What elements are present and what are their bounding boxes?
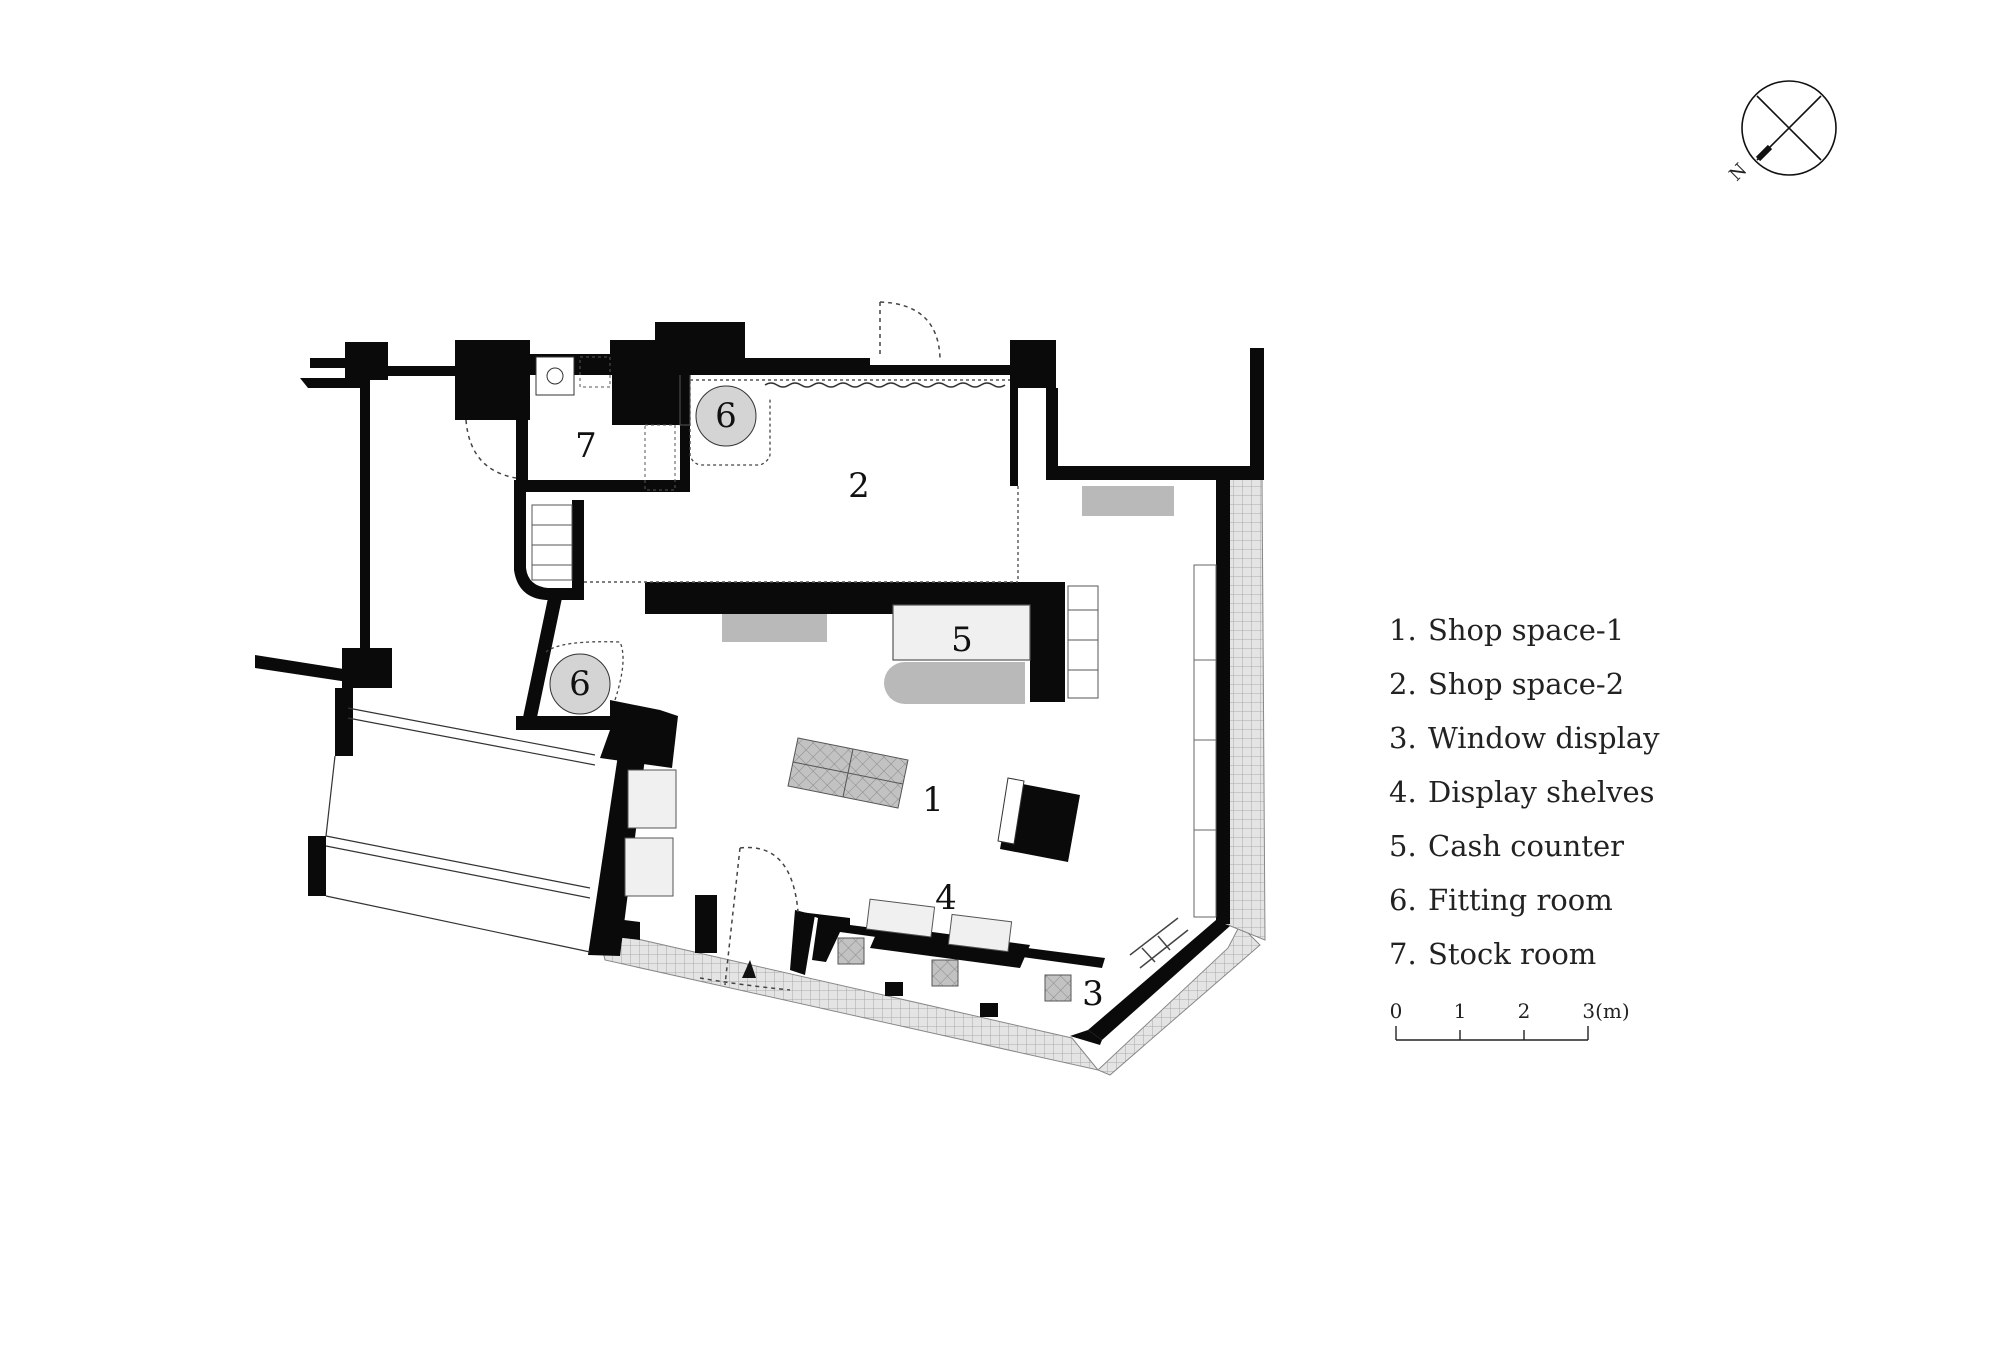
scale-tick-1: 1 [1454, 999, 1467, 1023]
room-number-3: 3 [1082, 974, 1104, 1014]
north-compass: N [1725, 80, 1837, 185]
scale-tick-0: 0 [1390, 999, 1403, 1023]
legend-num-5: 5. [1389, 829, 1417, 863]
shop-space-2-outline [584, 379, 1019, 583]
room-number-6a: 6 [715, 396, 737, 436]
entrance-arrow [742, 960, 756, 978]
legend-num-4: 4. [1389, 775, 1417, 809]
legend: 1. Shop space-1 2. Shop space-2 3. Windo… [1389, 613, 1660, 971]
rack-right-of-counter [1067, 585, 1099, 699]
legend-label-7: Stock room [1428, 937, 1596, 971]
legend-label-6: Fitting room [1428, 883, 1613, 917]
stock-room-fittings [531, 356, 691, 581]
legend-num-2: 2. [1389, 667, 1417, 701]
room-number-2: 2 [848, 466, 870, 506]
shelf-under-counter [722, 614, 827, 642]
bench-left-1 [627, 769, 677, 829]
legend-label-2: Shop space-2 [1428, 667, 1624, 701]
room-number-5: 5 [951, 620, 973, 660]
room-number-6b: 6 [569, 664, 591, 704]
fitting-room-b [545, 641, 624, 715]
legend-label-1: Shop space-1 [1428, 613, 1624, 647]
shelf-box-2 [947, 913, 1013, 953]
legend-label-4: Display shelves [1428, 775, 1655, 809]
left-room [325, 707, 596, 953]
legend-num-1: 1. [1389, 613, 1417, 647]
fitting-room-a [689, 375, 771, 466]
cash-counter [892, 604, 1031, 661]
scale-tick-2: 2 [1518, 999, 1531, 1023]
furniture [624, 486, 1217, 1002]
scale-tick-3: 3(m) [1582, 999, 1629, 1023]
legend-label-5: Cash counter [1428, 829, 1624, 863]
legend-num-3: 3. [1389, 721, 1417, 755]
counter-rounded [884, 662, 1025, 704]
legend-num-6: 6. [1389, 883, 1417, 917]
room-number-7: 7 [575, 426, 597, 466]
north-letter: N [1725, 159, 1751, 185]
legend-num-7: 7. [1389, 937, 1417, 971]
door-swings [465, 301, 941, 991]
shelf-box-1 [865, 898, 936, 938]
room-numbers: 1 2 3 4 5 6 6 7 [569, 396, 1104, 1014]
room-number-4: 4 [935, 878, 957, 918]
walls [255, 322, 1264, 1045]
legend-label-3: Window display [1428, 721, 1660, 755]
room-number-1: 1 [922, 780, 944, 820]
exterior-paving [597, 475, 1266, 1076]
curtain-line [764, 382, 1006, 388]
scale-bar: 0 1 2 3(m) [1390, 999, 1630, 1041]
shelf-top-right [1082, 486, 1174, 516]
window-rack-right [1193, 564, 1217, 918]
bench-left-2 [624, 837, 674, 897]
